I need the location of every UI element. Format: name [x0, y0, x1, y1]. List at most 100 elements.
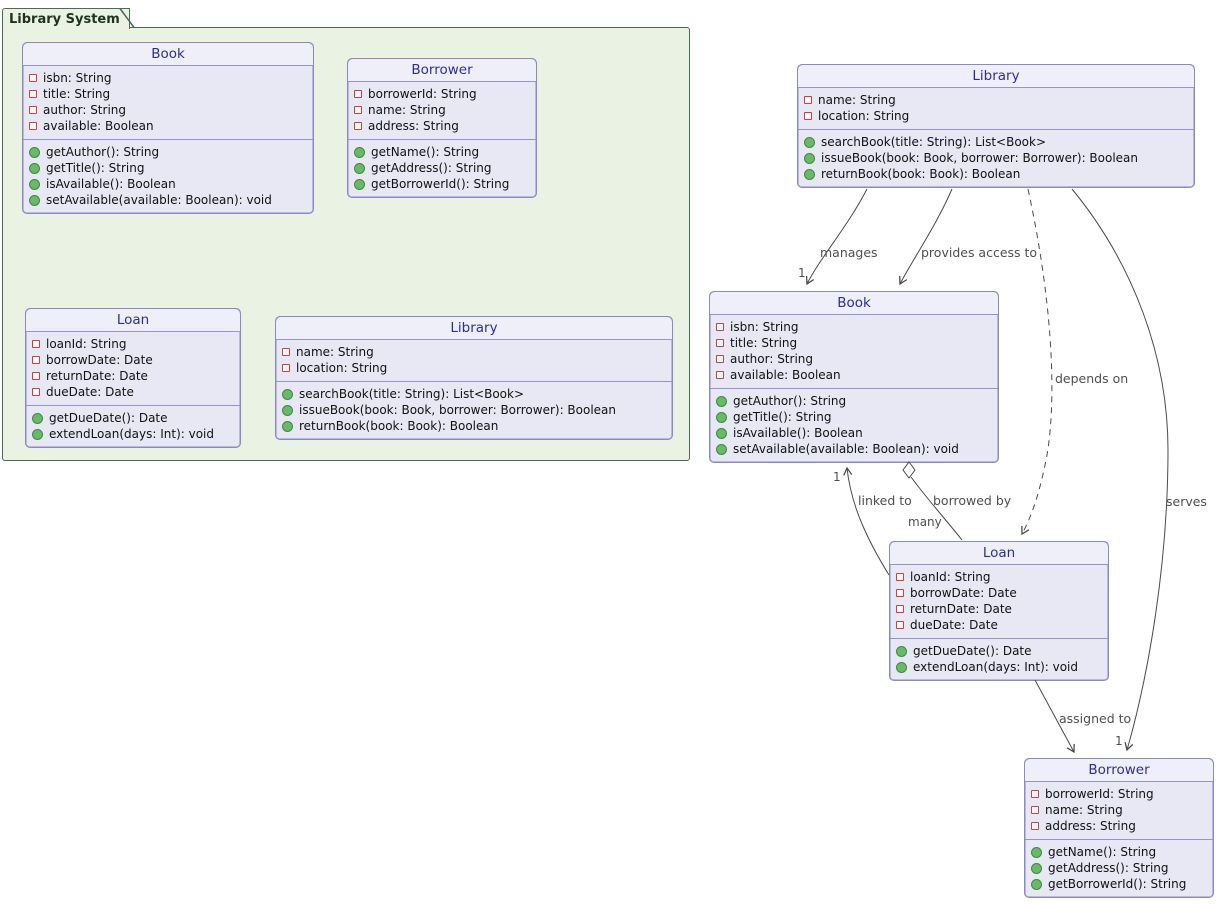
class-title: Book — [23, 43, 313, 66]
method-row: returnBook(book: Book): Boolean — [804, 166, 1188, 182]
member-text: author: String — [43, 103, 127, 117]
attribute-row: location: String — [804, 108, 1188, 124]
multiplicity-manages-book: 1 — [798, 266, 806, 280]
member-text: location: String — [296, 361, 388, 375]
package-label: Library System — [9, 12, 120, 27]
method-row: setAvailable(available: Boolean): void — [29, 192, 307, 208]
class-title: Library — [276, 317, 672, 340]
field-icon — [32, 388, 40, 396]
attribute-row: borrowDate: Date — [32, 352, 234, 368]
class-title: Library — [798, 65, 1194, 88]
field-icon — [32, 372, 40, 380]
member-text: getName(): String — [1048, 845, 1157, 859]
member-text: borrowDate: Date — [910, 586, 1017, 600]
package-tab: Library System — [2, 8, 130, 29]
method-icon — [716, 411, 727, 423]
method-icon — [804, 152, 815, 164]
method-row: getDueDate(): Date — [896, 643, 1102, 659]
method-row: issueBook(book: Book, borrower: Borrower… — [804, 150, 1188, 166]
methods-section: getDueDate(): Date extendLoan(days: Int):… — [890, 638, 1108, 680]
member-text: address: String — [368, 119, 459, 133]
method-row: getDueDate(): Date — [32, 410, 234, 426]
method-row: getAuthor(): String — [716, 393, 992, 409]
multiplicity-borrowed-by-loan: many — [908, 515, 942, 529]
field-icon — [32, 356, 40, 364]
methods-section: searchBook(title: String): List<Book>iss… — [798, 129, 1194, 187]
method-row: getAuthor(): String — [29, 144, 307, 160]
member-text: getTitle(): String — [733, 410, 832, 424]
method-icon — [29, 162, 40, 174]
method-row: getAddress(): String — [354, 160, 530, 176]
attribute-row: dueDate: Date — [896, 617, 1102, 633]
member-text: getAddress(): String — [371, 161, 492, 175]
edge-depends-on — [1021, 188, 1053, 536]
method-icon — [354, 162, 365, 174]
member-text: searchBook(title: String): List<Book> — [299, 387, 525, 401]
method-row: getName(): String — [354, 144, 530, 160]
member-text: issueBook(book: Book, borrower: Borrower… — [299, 403, 617, 417]
class-title: Borrower — [1025, 759, 1213, 782]
member-text: returnDate: Date — [46, 369, 148, 383]
member-text: name: String — [1045, 803, 1123, 817]
edge-borrowed-by — [910, 476, 963, 541]
field-icon — [29, 74, 37, 82]
attribute-row: name: String — [282, 344, 666, 360]
method-icon — [716, 395, 727, 407]
member-text: isAvailable(): Boolean — [46, 177, 176, 191]
field-icon — [29, 90, 37, 98]
member-text: available: Boolean — [43, 119, 154, 133]
attribute-row: isbn: String — [716, 319, 992, 335]
attribute-row: isbn: String — [29, 70, 307, 86]
attribute-row: loanId: String — [32, 336, 234, 352]
method-row: getName(): String — [1031, 844, 1207, 860]
method-row: getAddress(): String — [1031, 860, 1207, 876]
member-text: borrowDate: Date — [46, 353, 153, 367]
member-text: title: String — [43, 87, 111, 101]
field-icon — [32, 340, 40, 348]
field-icon — [1031, 790, 1039, 798]
method-row: getTitle(): String — [29, 160, 307, 176]
member-text: location: String — [818, 109, 910, 123]
field-icon — [896, 621, 904, 629]
method-row: isAvailable(): Boolean — [29, 176, 307, 192]
field-icon — [716, 323, 724, 331]
attribute-row: name: String — [804, 92, 1188, 108]
method-row: getBorrowerId(): String — [1031, 876, 1207, 892]
method-row: setAvailable(available: Boolean): void — [716, 441, 992, 457]
attribute-row: title: String — [29, 86, 307, 102]
field-icon — [282, 348, 290, 356]
field-icon — [354, 90, 362, 98]
edge-label-serves: serves — [1166, 494, 1207, 509]
attribute-row: dueDate: Date — [32, 384, 234, 400]
member-text: getName(): String — [371, 145, 480, 159]
method-row: getTitle(): String — [716, 409, 992, 425]
class-title: Loan — [26, 309, 240, 332]
edge-label-assigned-to: assigned to — [1059, 711, 1132, 726]
attribute-row: name: String — [1031, 802, 1207, 818]
edge-label-depends-on: depends on — [1055, 371, 1129, 386]
member-text: getDueDate(): Date — [49, 411, 168, 425]
attribute-row: title: String — [716, 335, 992, 351]
member-text: extendLoan(days: Int): void — [913, 660, 1079, 674]
member-text: available: Boolean — [730, 368, 841, 382]
edge-label-manages: manages — [820, 245, 878, 260]
member-text: issueBook(book: Book, borrower: Borrower… — [821, 151, 1139, 165]
member-text: setAvailable(available: Boolean): void — [46, 193, 272, 207]
method-icon — [716, 427, 727, 439]
method-icon — [896, 645, 907, 657]
member-text: returnDate: Date — [910, 602, 1012, 616]
member-text: isbn: String — [730, 320, 799, 334]
member-text: getDueDate(): Date — [913, 644, 1032, 658]
attribute-row: available: Boolean — [716, 367, 992, 383]
field-icon — [716, 339, 724, 347]
member-text: setAvailable(available: Boolean): void — [733, 442, 959, 456]
